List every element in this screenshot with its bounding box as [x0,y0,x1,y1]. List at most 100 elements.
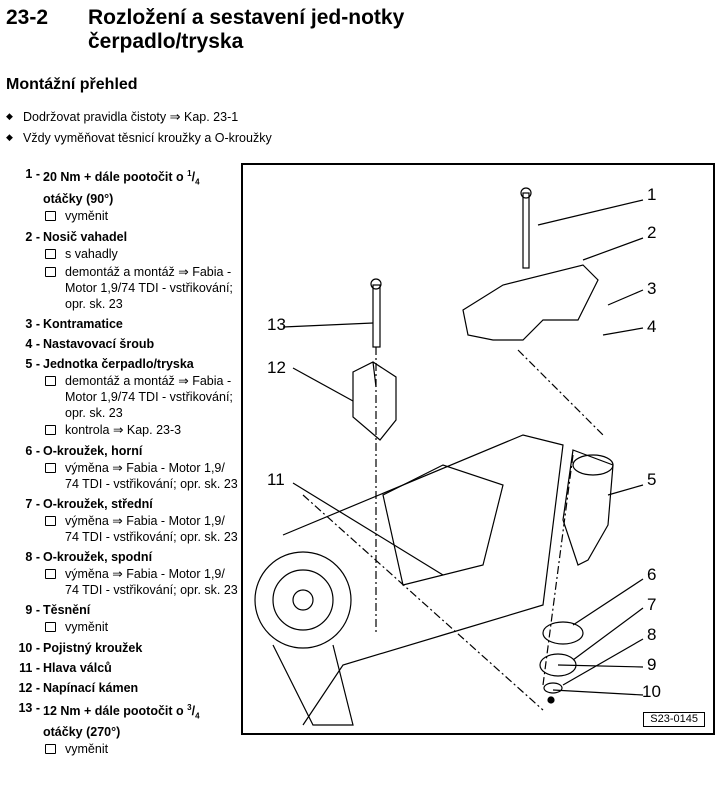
part-number: 10 - [18,640,40,655]
part-subitem: vyměnit [43,208,240,225]
o-ring-lower [543,682,563,694]
belt-shape [272,644,354,726]
notes-list: ◆ Dodržovat pravidla čistoty ⇒ Kap. 23-1… [6,106,272,148]
chapter-number: 23-2 [6,6,49,29]
fraction-numerator: 3 [187,702,192,712]
part-number: 5 - [25,356,40,371]
callout-3: 3 [647,279,657,298]
leader-line [537,199,644,226]
part-subitem: kontrola ⇒ Kap. 23-3 [43,422,240,439]
callout-1: 1 [647,185,657,204]
part-name-text: otáčky (270°) [43,725,121,740]
leader-line [292,367,354,402]
subitem-text: výměna ⇒ Fabia - Motor 1,9/ 74 TDI - vst… [65,513,238,544]
part-name: Nosič vahadel [43,229,128,244]
part-item: 11 -Hlava válců [8,660,240,676]
callout-4: 4 [647,317,657,336]
checkbox-icon [45,619,58,636]
part-name: 12 Nm + dále pootočit o 3/4 otáčky (270°… [43,700,240,741]
leader-line [602,327,644,336]
part-name: O-kroužek, horní [43,443,143,458]
bolt-1-shape [522,192,530,269]
exploded-view-figure: 1 2 3 4 5 6 7 8 9 10 11 12 13 S23-0145 [241,163,715,735]
leader-line [607,484,644,496]
leader-line [572,607,644,661]
part-name-text: otáčky (90°) [43,191,114,206]
callout-13: 13 [267,315,286,334]
part-name: Těsnění [43,602,91,617]
subitem-text: vyměnit [65,742,109,757]
callout-7: 7 [647,595,657,614]
seal [547,696,555,704]
part-number: 2 - [25,229,40,244]
part-name: Pojistný kroužek [43,640,143,655]
unit-injector-illustration [254,187,644,726]
bolt-13-shape [372,284,381,348]
checkbox-icon [45,741,58,758]
note-item: ◆ Dodržovat pravidla čistoty ⇒ Kap. 23-1 [6,108,239,124]
part-item: 6 -O-kroužek, horní výměna ⇒ Fabia - Moto… [8,443,240,492]
callout-5: 5 [647,470,657,489]
checkbox-icon [45,246,58,263]
part-name: O-kroužek, spodní [43,549,153,564]
leader-line [607,289,644,306]
part-number: 6 - [25,443,40,458]
callout-9: 9 [647,655,657,674]
part-subitem: vyměnit [43,741,240,758]
part-number: 3 - [25,316,40,331]
checkbox-icon [45,460,58,492]
callout-6: 6 [647,565,657,584]
parts-list: 1 -20 Nm + dále pootočit o 1/4 otáčky (9… [8,166,240,762]
part-subitem: vyměnit [43,619,240,636]
note-item: ◆ Vždy vyměňovat těsnicí kroužky a O-kro… [6,130,272,145]
cylinder-head-outline [282,434,564,726]
arrow-icon: ⇒ [169,108,181,124]
part-name: Nastavovací šroub [43,336,155,351]
part-name: Kontramatice [43,316,123,331]
checkbox-icon [45,208,58,225]
checkbox-icon [45,264,58,312]
leader-line [552,689,644,696]
part-subitem: s vahadly [43,246,240,263]
part-number: 1 - [25,167,40,181]
part-subitem: výměna ⇒ Fabia - Motor 1,9/ 74 TDI - vst… [43,513,240,545]
part-name-text: 12 Nm + dále pootočit o [43,703,188,718]
part-number: 13 - [18,700,40,715]
checkbox-icon [45,513,58,545]
section-title: Montážní přehled [6,76,138,93]
fraction-denominator: 4 [195,177,200,187]
subitem-text: demontáž a montáž ⇒ Fabia - Motor 1,9/74… [65,373,233,420]
subitem-text: kontrola ⇒ Kap. 23-3 [65,422,182,437]
part-name: 20 Nm + dále pootočit o 1/4 otáčky (90°) [43,166,240,207]
rocker-carrier-shape [462,264,599,341]
leader-line [582,237,644,261]
subitem-text: s vahadly [65,246,118,261]
part-number: 8 - [25,549,40,564]
part-subitem: demontáž a montáž ⇒ Fabia - Motor 1,9/74… [43,373,240,421]
reference-link[interactable]: Kap. 23-1 [184,109,239,124]
callout-2: 2 [647,223,657,242]
part-item: 2 -Nosič vahadel s vahadly demontáž a mont… [8,229,240,312]
part-number: 12 - [18,680,40,695]
fraction-denominator: 4 [195,711,200,721]
part-name: Napínací kámen [43,680,139,695]
fraction-slash: / [191,170,196,185]
part-name: Jednotka čerpadlo/tryska [43,356,194,371]
part-item: 10 -Pojistný kroužek [8,640,240,656]
o-ring-upper [542,621,584,645]
chapter-heading: 23-2 Rozložení a sestavení jed-notky čer… [6,6,448,54]
part-item: 13 -12 Nm + dále pootočit o 3/4 otáčky (… [8,700,240,759]
subitem-text: výměna ⇒ Fabia - Motor 1,9/ 74 TDI - vst… [65,460,238,491]
part-number: 7 - [25,496,40,511]
leader-line [282,322,374,328]
part-item: 3 -Kontramatice [8,316,240,332]
part-subitem: demontáž a montáž ⇒ Fabia - Motor 1,9/74… [43,264,240,312]
subitem-text: demontáž a montáž ⇒ Fabia - Motor 1,9/74… [65,264,233,311]
part-item: 12 -Napínací kámen [8,680,240,696]
part-item: 8 -O-kroužek, spodní výměna ⇒ Fabia - Mot… [8,549,240,598]
callout-11: 11 [267,470,285,489]
leader-line [562,638,644,686]
part-item: 4 -Nastavovací šroub [8,336,240,352]
subitem-text: výměna ⇒ Fabia - Motor 1,9/ 74 TDI - vst… [65,566,238,597]
